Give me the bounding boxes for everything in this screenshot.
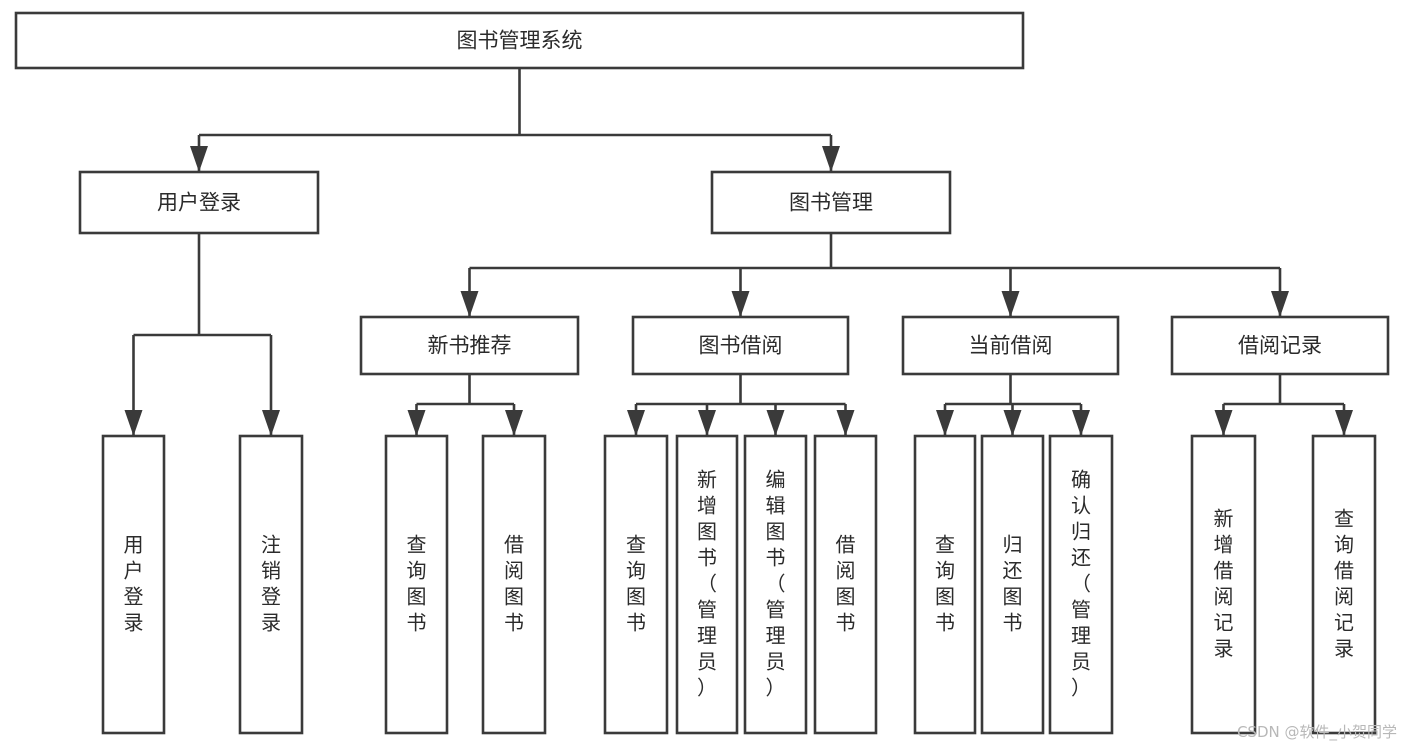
node-box-rect xyxy=(14,11,1025,70)
node-label: 新增图书（管理员） xyxy=(697,467,717,699)
csdn-watermark: CSDN @软件_小贺同学 xyxy=(1236,723,1397,741)
node-label: 新书推荐 xyxy=(428,334,512,358)
arrow-head-icon xyxy=(1003,410,1022,436)
arrow-head-icon xyxy=(766,410,785,436)
arrow-head-icon xyxy=(731,291,750,317)
node-box-rect xyxy=(238,434,304,735)
node-box-rect xyxy=(901,315,1120,376)
node-e5bd92e8bf98e59bbee4b9a6[interactable]: 归还图书 xyxy=(980,434,1045,735)
node-box-rect xyxy=(675,434,739,735)
node-e794a8e688b7e799bbe5bd95[interactable]: 用户登录 xyxy=(101,434,166,735)
node-e5809fe99885e8aeb0e5bd95[interactable]: 借阅记录 xyxy=(1170,315,1390,376)
node-box-rect xyxy=(78,170,320,235)
node-e6b3a8e99480e799bbe5bd95[interactable]: 注销登录 xyxy=(238,434,304,735)
node-e59bbee4b9a6e7aea1e79086e7b3[interactable]: 图书管理系统 xyxy=(14,11,1025,70)
arrow-head-icon xyxy=(627,410,645,436)
node-box-rect xyxy=(631,315,850,376)
node-label: 查询图书 xyxy=(407,532,427,634)
node-label: 借阅图书 xyxy=(836,532,856,634)
node-box-rect xyxy=(384,434,449,735)
arrow-head-icon xyxy=(407,410,426,436)
node-e7a1aee8aea4e5bd92e8bf98efbc[interactable]: 确认归还（管理员） xyxy=(1048,434,1114,735)
node-box-rect xyxy=(913,434,977,735)
arrow-head-icon xyxy=(1214,410,1233,436)
arrow-head-icon xyxy=(124,410,143,436)
node-e69fa5e8afa2e59bbee4b9a6[interactable]: 查询图书 xyxy=(603,434,669,735)
node-label: 编辑图书（管理员） xyxy=(766,467,786,699)
arrow-head-icon xyxy=(698,410,716,436)
node-box-rect xyxy=(1170,315,1390,376)
node-box-rect xyxy=(603,434,669,735)
node-label: 当前借阅 xyxy=(969,334,1053,358)
node-e69fa5e8afa2e5809fe99885e8ae[interactable]: 查询借阅记录 xyxy=(1311,434,1377,735)
node-label: 新增借阅记录 xyxy=(1214,506,1234,660)
arrow-head-icon xyxy=(1271,291,1289,317)
node-label: 用户登录 xyxy=(157,191,241,215)
node-label: 图书管理系统 xyxy=(457,29,583,53)
node-label: 图书管理 xyxy=(789,191,873,215)
node-e794a8e688b7e799bbe5bd95[interactable]: 用户登录 xyxy=(78,170,320,235)
node-label: 归还图书 xyxy=(1003,532,1023,634)
node-label: 借阅记录 xyxy=(1238,334,1322,358)
arrow-head-icon xyxy=(1072,410,1090,436)
node-box-rect xyxy=(359,315,580,376)
arrow-head-icon xyxy=(262,410,280,436)
node-e5bd93e5898de5809fe99885[interactable]: 当前借阅 xyxy=(901,315,1120,376)
node-box-rect xyxy=(101,434,166,735)
node-label: 借阅图书 xyxy=(504,532,524,634)
node-box-rect xyxy=(1048,434,1114,735)
connector-layer xyxy=(124,68,1353,436)
node-e5809fe99885e59bbee4b9a6[interactable]: 借阅图书 xyxy=(813,434,878,735)
arrow-head-icon xyxy=(1001,291,1020,317)
arrow-head-icon xyxy=(936,410,954,436)
node-e696b0e4b9a6e68ea8e88d90[interactable]: 新书推荐 xyxy=(359,315,580,376)
node-box-rect xyxy=(743,434,808,735)
node-e5809fe99885e59bbee4b9a6[interactable]: 借阅图书 xyxy=(481,434,547,735)
node-box-rect xyxy=(1311,434,1377,735)
node-e59bbee4b9a6e5809fe99885[interactable]: 图书借阅 xyxy=(631,315,850,376)
node-label: 注销登录 xyxy=(261,532,281,634)
node-label: 查询借阅记录 xyxy=(1334,506,1354,660)
node-box-rect xyxy=(710,170,952,235)
node-label: 查询图书 xyxy=(626,532,646,634)
node-e59bbee4b9a6e7aea1e79086[interactable]: 图书管理 xyxy=(710,170,952,235)
arrow-head-icon xyxy=(460,291,479,317)
node-e696b0e5a29ee5809fe99885e8ae[interactable]: 新增借阅记录 xyxy=(1190,434,1257,735)
arrow-head-icon xyxy=(190,146,208,172)
node-box-rect xyxy=(980,434,1045,735)
node-label: 确认归还（管理员） xyxy=(1071,467,1091,699)
node-box-rect xyxy=(481,434,547,735)
node-label: 用户登录 xyxy=(124,532,144,634)
node-e696b0e5a29ee59bbee4b9a6efbc[interactable]: 新增图书（管理员） xyxy=(675,434,739,735)
node-e69fa5e8afa2e59bbee4b9a6[interactable]: 查询图书 xyxy=(913,434,977,735)
node-e7bc96e8be91e59bbee4b9a6efbc[interactable]: 编辑图书（管理员） xyxy=(743,434,808,735)
node-label: 图书借阅 xyxy=(699,334,783,358)
node-e69fa5e8afa2e59bbee4b9a6[interactable]: 查询图书 xyxy=(384,434,449,735)
node-label: 查询图书 xyxy=(935,532,955,634)
node-layer: 图书管理系统用户登录用户登录注销登录图书管理新书推荐查询图书借阅图书图书借阅查询… xyxy=(14,11,1390,735)
arrow-head-icon xyxy=(822,146,840,172)
arrow-head-icon xyxy=(505,410,523,436)
arrow-head-icon xyxy=(1335,410,1353,436)
node-box-rect xyxy=(813,434,878,735)
node-box-rect xyxy=(1190,434,1257,735)
arrow-head-icon xyxy=(836,410,855,436)
